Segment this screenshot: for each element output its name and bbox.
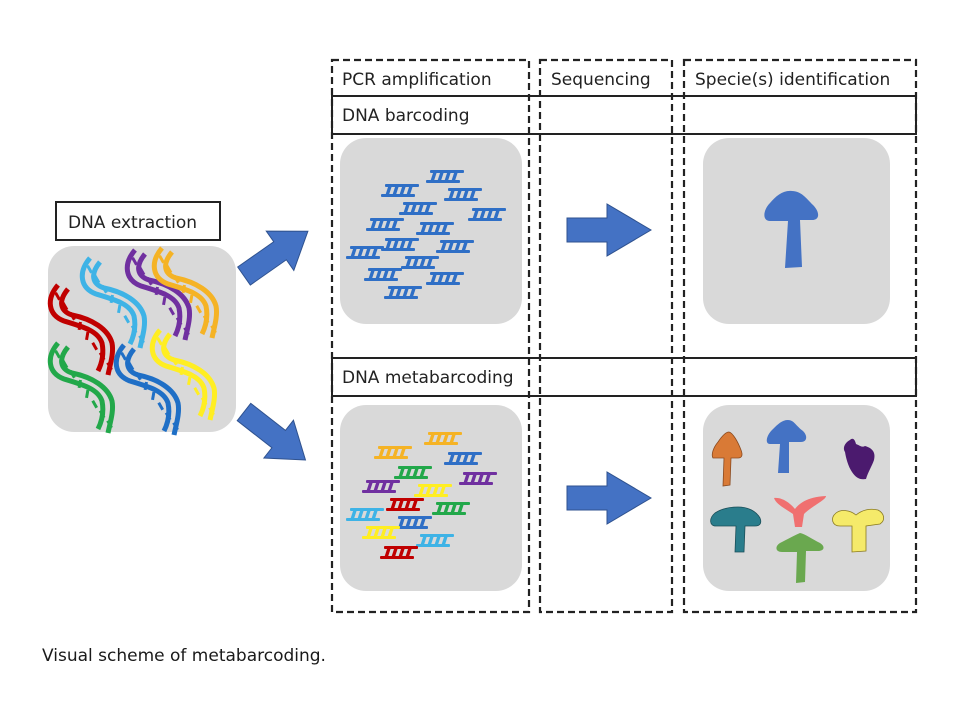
sequencing-header: Sequencing <box>551 70 651 90</box>
teal-species-icon <box>710 506 762 553</box>
arrow-to-metabarcoding-icon <box>236 402 307 461</box>
dna-extraction-label: DNA extraction <box>68 213 197 233</box>
dna-helix-icon <box>124 248 192 341</box>
single-species-mushroom-icon <box>764 190 819 268</box>
pcr-amplification-header: PCR amplification <box>342 70 492 90</box>
dna-helix-icon <box>47 283 115 376</box>
dna-helix-icon <box>79 256 147 349</box>
orange-species-icon <box>711 431 743 487</box>
identification-header: Specie(s) identification <box>695 70 890 90</box>
sequencing-column-box <box>538 58 674 614</box>
metabarcoding-pcr-panel <box>340 405 522 591</box>
arrow-to-barcoding-icon <box>236 230 309 286</box>
yellow-species-icon <box>832 508 884 553</box>
dna-helix-icon <box>149 328 217 421</box>
dna-helix-icon <box>47 341 115 434</box>
pcr-column-box <box>330 58 531 614</box>
barcoding-sequencing-arrow-icon <box>566 203 652 257</box>
dna-barcoding-label: DNA barcoding <box>342 106 470 126</box>
dna-metabarcoding-label: DNA metabarcoding <box>342 368 514 388</box>
barcoding-row-box <box>331 95 917 135</box>
green-species-icon <box>776 533 824 583</box>
metabarcoding-sequencing-arrow-icon <box>566 471 652 525</box>
metabarcoding-row-box <box>331 357 917 397</box>
pink-species-icon <box>774 496 826 527</box>
dna-helix-icon <box>113 343 181 436</box>
dna-helices-group <box>47 246 219 436</box>
identification-column-box <box>682 58 918 614</box>
figure-caption: Visual scheme of metabarcoding. <box>42 646 326 666</box>
dna-extraction-box <box>55 201 221 241</box>
purple-species-icon <box>843 438 875 480</box>
dna-helix-icon <box>151 246 219 339</box>
metabarcoding-identification-panel <box>703 405 890 591</box>
blue-species-icon <box>766 420 807 473</box>
